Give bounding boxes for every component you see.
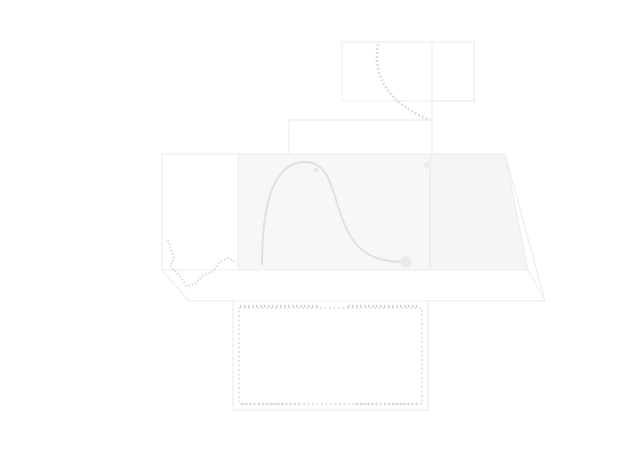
right-trapezoid-area (429, 153, 529, 271)
lower-corridor (189, 269, 546, 302)
bottom-room-inner (238, 307, 423, 405)
marker-dot-small (423, 161, 431, 169)
top-room (341, 41, 475, 102)
middle-band (288, 119, 433, 155)
s-curve-path (261, 160, 408, 266)
bottom-room (232, 300, 429, 411)
top-room-arc (375, 43, 431, 122)
left-room (161, 153, 239, 271)
marker-dot-tiny (314, 168, 318, 172)
shaded-central-area (237, 153, 431, 271)
left-room-jagged-edge (167, 239, 237, 288)
marker-dot-large (400, 256, 412, 268)
